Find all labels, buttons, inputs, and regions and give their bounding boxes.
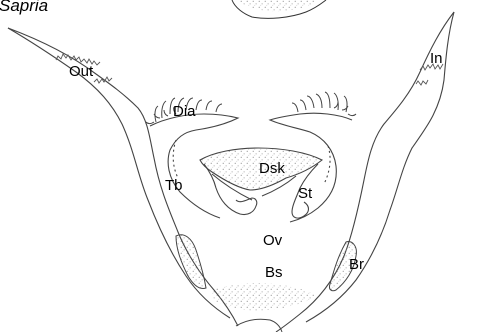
label-br: Br xyxy=(349,257,364,272)
lobe-hairs xyxy=(56,54,443,85)
label-ov: Ov xyxy=(263,233,282,248)
label-out: Out xyxy=(69,64,93,79)
column xyxy=(200,148,322,218)
label-in: In xyxy=(430,51,443,66)
label-bs: Bs xyxy=(265,265,283,280)
genus-title: Sapria xyxy=(0,0,48,16)
label-dsk: Dsk xyxy=(259,161,285,176)
label-st: St xyxy=(298,186,312,201)
label-dia: Dia xyxy=(173,104,196,119)
label-tb: Tb xyxy=(165,178,183,193)
upper-fragment xyxy=(232,0,326,18)
left-bract xyxy=(176,235,206,289)
